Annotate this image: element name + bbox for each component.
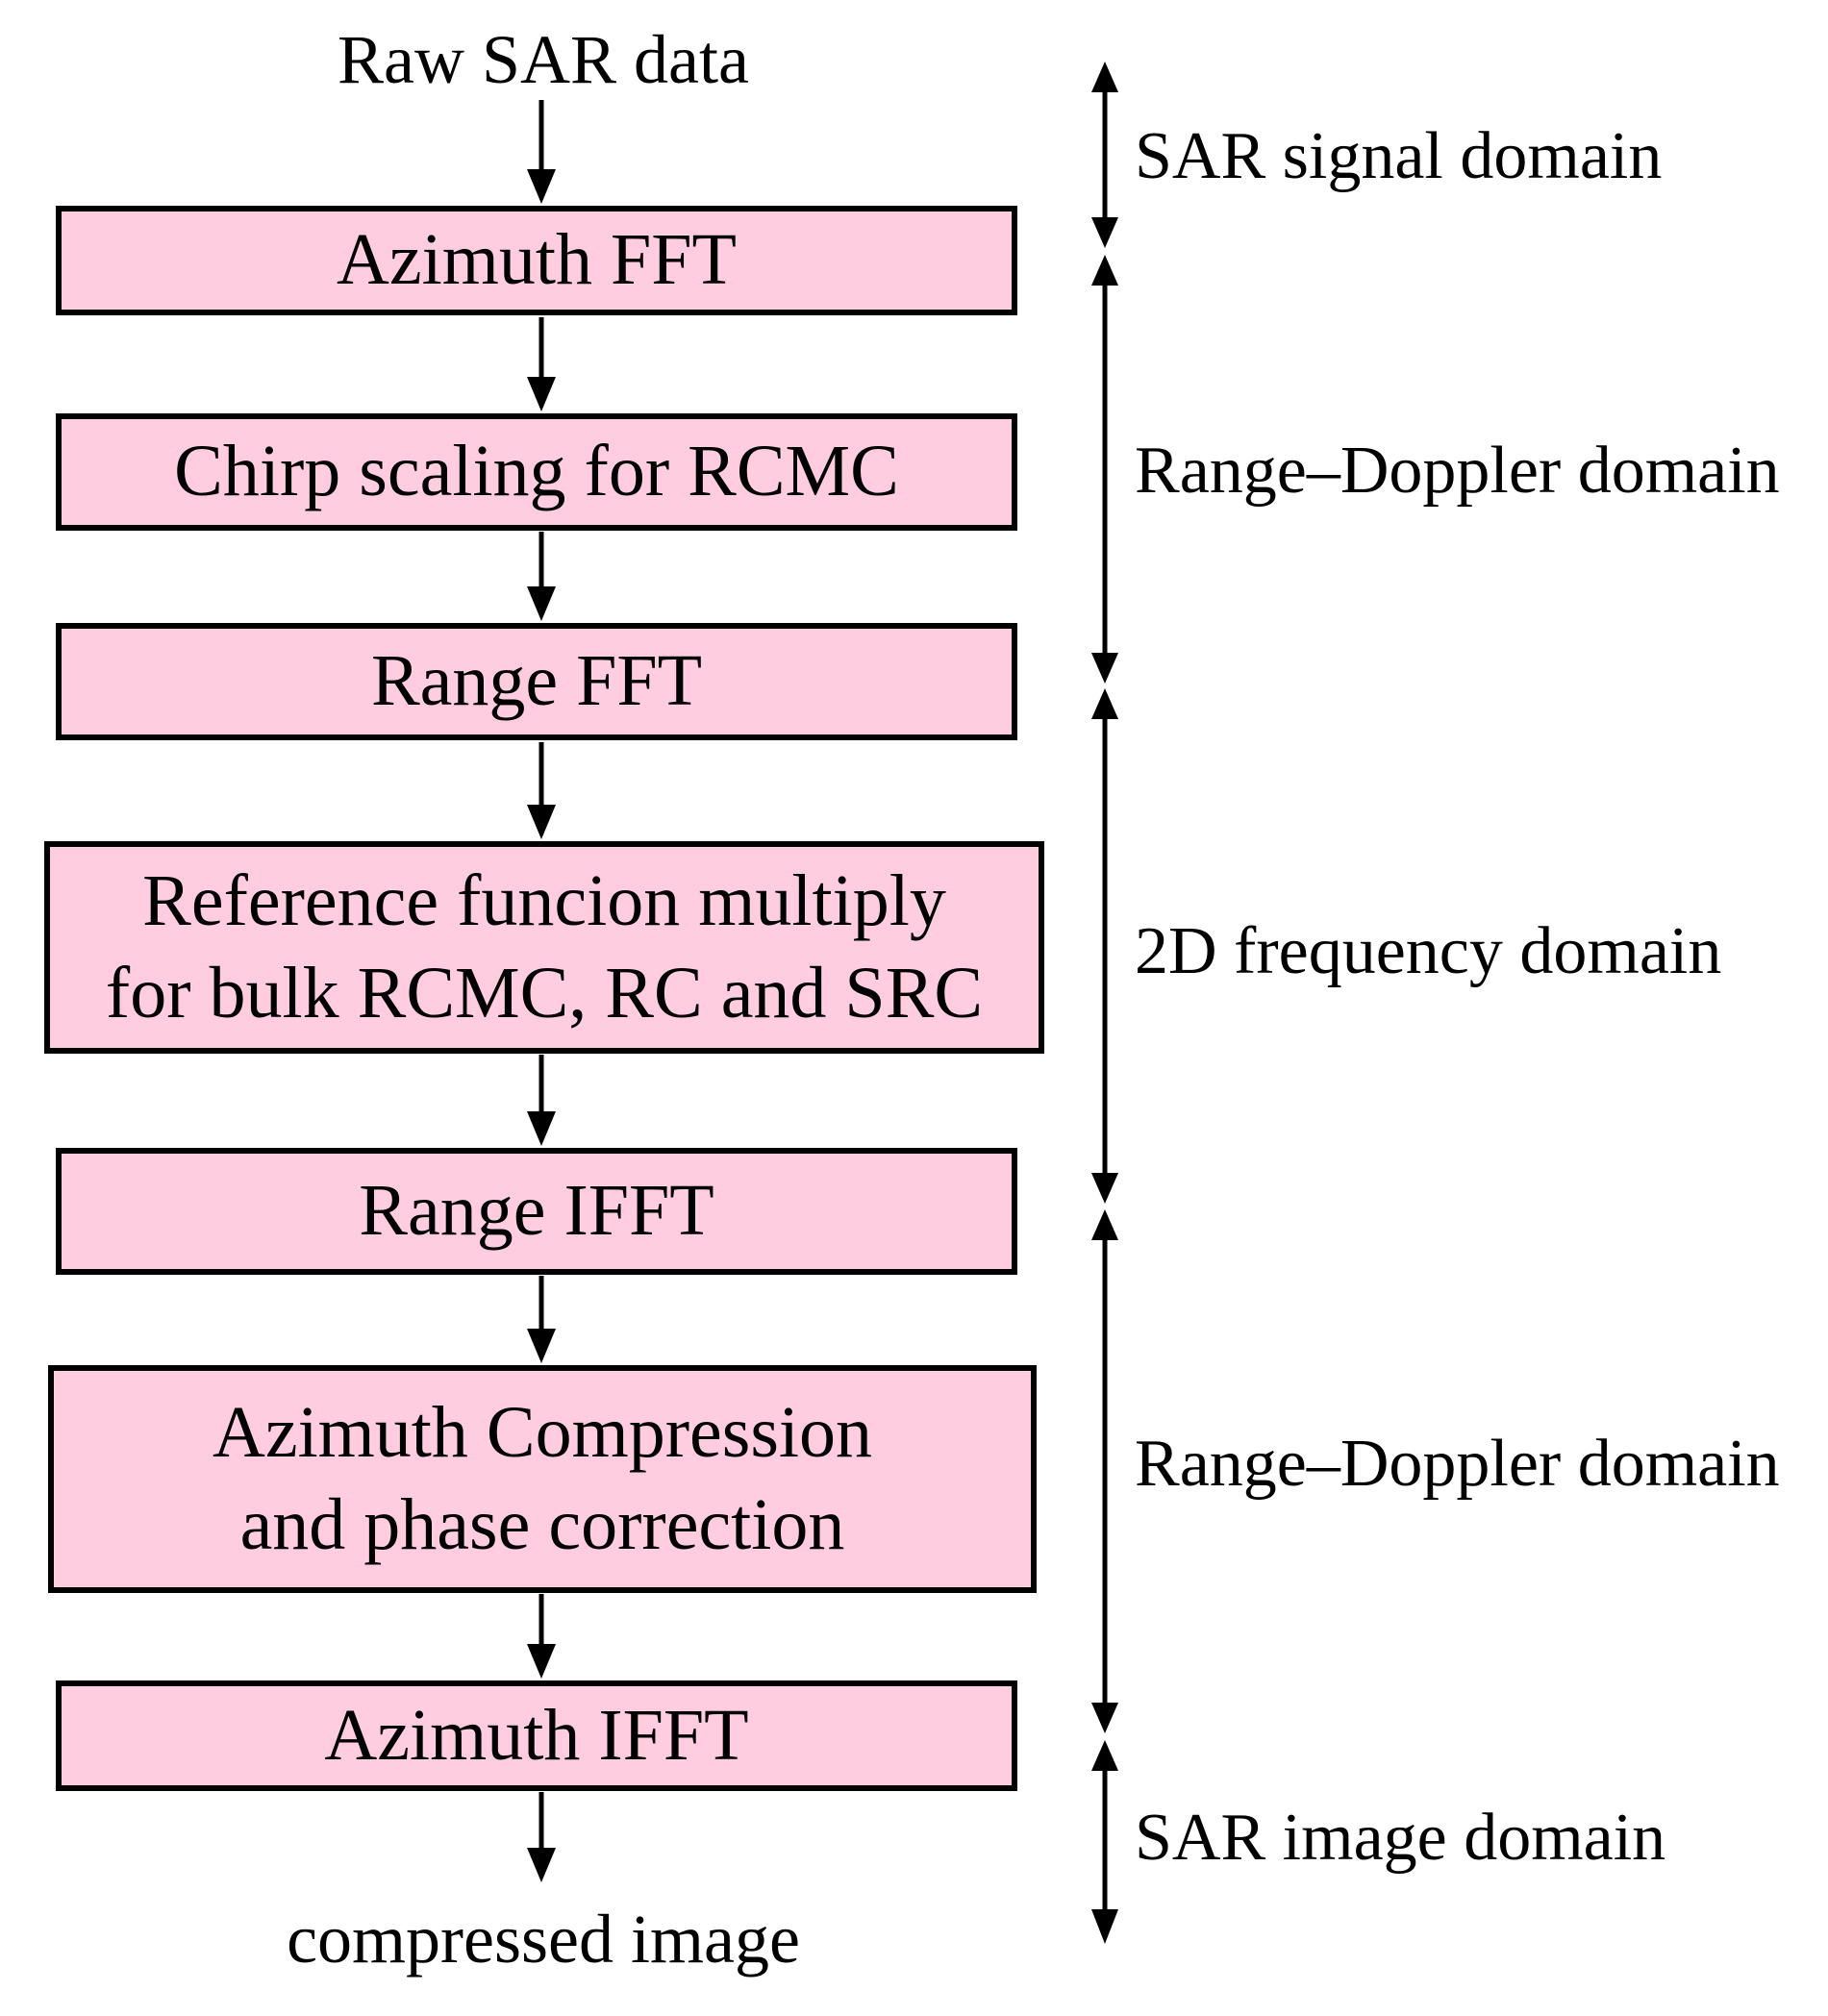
- down-arrow-icon: [527, 317, 556, 411]
- step-range-fft: Range FFT: [56, 623, 1017, 740]
- step-chirp-scaling: Chirp scaling for RCMC: [56, 413, 1017, 531]
- double-headed-vertical-arrow-icon: [1091, 255, 1118, 684]
- step-range-ifft: Range IFFT: [56, 1148, 1017, 1275]
- domain-label-range-doppler-2: Range–Doppler domain: [1135, 1427, 1780, 1501]
- step-reference-function-multiply: Reference funcion multiply for bulk RCMC…: [44, 841, 1044, 1054]
- down-arrow-icon: [527, 532, 556, 621]
- step-label: Range FFT: [370, 640, 703, 722]
- step-label: Azimuth FFT: [337, 219, 737, 301]
- domain-label-2d-frequency: 2D frequency domain: [1135, 914, 1722, 988]
- down-arrow-icon: [527, 742, 556, 839]
- sink-label: compressed image: [287, 1900, 800, 1978]
- double-headed-vertical-arrow-icon: [1091, 688, 1118, 1204]
- double-headed-vertical-arrow-icon: [1091, 1209, 1118, 1733]
- double-headed-vertical-arrow-icon: [1091, 1740, 1118, 1944]
- down-arrow-icon: [527, 1594, 556, 1679]
- domain-label-sar-image: SAR image domain: [1135, 1801, 1666, 1875]
- step-label: Azimuth IFFT: [324, 1694, 749, 1776]
- step-label: Range IFFT: [359, 1170, 714, 1252]
- down-arrow-icon: [527, 1276, 556, 1363]
- step-azimuth-ifft: Azimuth IFFT: [56, 1680, 1017, 1791]
- step-label: Reference funcion multiply for bulk RCMC…: [105, 859, 984, 1033]
- step-azimuth-fft: Azimuth FFT: [56, 206, 1017, 315]
- down-arrow-icon: [527, 100, 556, 204]
- source-label: Raw SAR data: [338, 20, 749, 98]
- double-headed-vertical-arrow-icon: [1091, 62, 1118, 248]
- domain-label-sar-signal: SAR signal domain: [1135, 119, 1663, 193]
- domain-label-range-doppler-1: Range–Doppler domain: [1135, 434, 1780, 508]
- step-label: Chirp scaling for RCMC: [174, 431, 899, 512]
- down-arrow-icon: [527, 1792, 556, 1882]
- step-label: Azimuth Compression and phase correction: [212, 1391, 873, 1565]
- step-azimuth-compression: Azimuth Compression and phase correction: [48, 1365, 1037, 1593]
- down-arrow-icon: [527, 1055, 556, 1146]
